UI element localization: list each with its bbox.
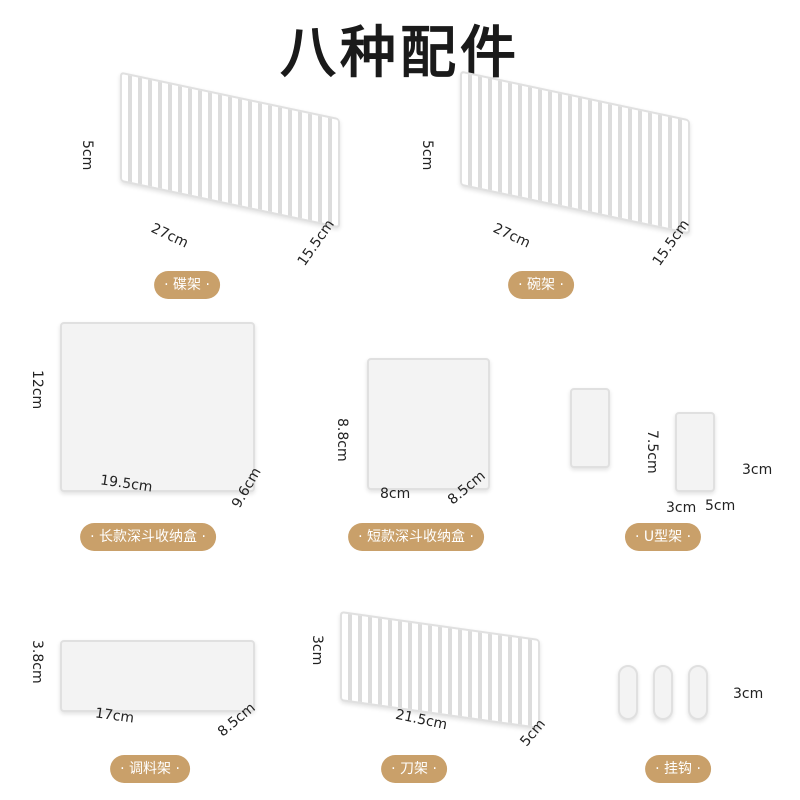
long-box-image — [60, 322, 255, 492]
dim-height: 12cm — [29, 370, 45, 410]
bowl-rack-image — [460, 70, 690, 235]
spice-rack-image — [60, 640, 255, 712]
short-box-image — [367, 358, 490, 490]
label-long-box: · 长款深斗收纳盒 · — [80, 523, 216, 551]
dim-height: 7.5cm — [644, 430, 660, 474]
dim-height: 5cm — [419, 140, 435, 171]
dim-length: 8cm — [380, 486, 411, 502]
knife-rack-image — [340, 610, 540, 730]
label-dish-rack: · 碟架 · — [154, 271, 220, 299]
label-spice-rack: · 调料架 · — [110, 755, 190, 783]
dim-side: 3cm — [742, 462, 773, 478]
hook-image — [688, 665, 708, 720]
label-hooks: · 挂钩 · — [645, 755, 711, 783]
hook-image — [653, 665, 673, 720]
u-rack-image — [675, 412, 715, 492]
label-u-rack: · U型架 · — [624, 523, 702, 551]
dim-height: 3cm — [309, 635, 325, 666]
dim-width: 15.5cm — [294, 216, 338, 270]
dim-height: 3cm — [733, 686, 764, 702]
label-bowl-rack: · 碗架 · — [508, 271, 574, 299]
dim-length: 27cm — [148, 220, 191, 252]
label-short-box: · 短款深斗收纳盒 · — [348, 523, 484, 551]
dish-rack-image — [120, 71, 340, 229]
dim-height: 3.8cm — [29, 640, 45, 684]
hook-image — [618, 665, 638, 720]
dim-length: 27cm — [490, 220, 533, 252]
u-rack-image — [570, 388, 610, 468]
dim-height: 8.8cm — [334, 418, 350, 462]
dim-width: 5cm — [705, 498, 736, 514]
dim-height: 5cm — [79, 140, 95, 171]
label-knife-rack: · 刀架 · — [381, 755, 447, 783]
dim-depth: 3cm — [666, 500, 697, 516]
